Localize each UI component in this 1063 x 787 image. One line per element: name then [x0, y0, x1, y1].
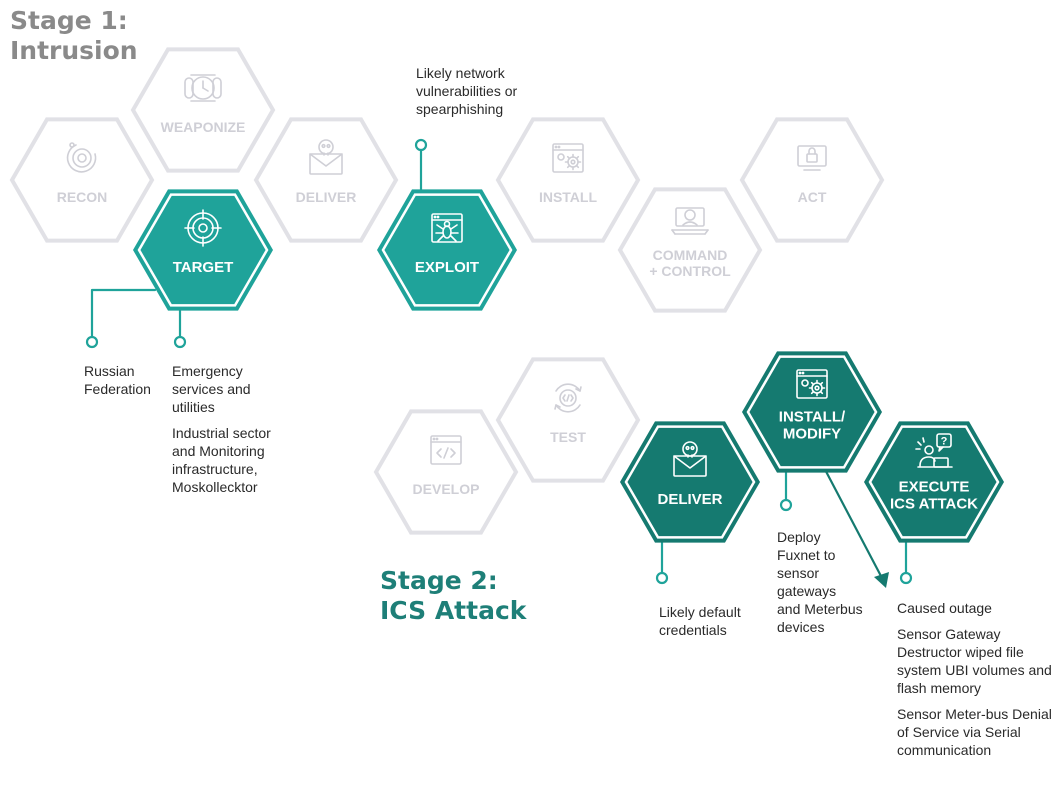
- clock-bomb-icon: [184, 74, 222, 102]
- stage2-title: Stage 2: ICS Attack: [380, 566, 526, 626]
- stage2-title-line2: ICS Attack: [380, 596, 527, 625]
- hex-target: TARGET: [133, 189, 273, 311]
- connector-target-country-dot: [85, 335, 99, 349]
- stage2-title-line1: Stage 2:: [380, 566, 498, 595]
- hex-recon-outline: [9, 117, 155, 243]
- hex-install-label: INSTALL: [539, 189, 598, 205]
- hex-execute-inner-border: [868, 425, 1000, 539]
- hex-act-outline: [739, 117, 885, 243]
- hex-command-control-label: + CONTROL: [649, 263, 731, 279]
- hexes-layer: WEAPONIZE RECON DELIVER INSTALL COMMAND+ CON…: [9, 47, 1004, 543]
- hex-exploit: EXPLOIT: [377, 189, 517, 311]
- arrow-head: [874, 572, 889, 588]
- hacker-question-icon: ?: [915, 433, 953, 468]
- hex-weaponize-label: WEAPONIZE: [161, 119, 246, 135]
- hex-install-modify-label: INSTALL/: [779, 409, 846, 426]
- hex-install-modify-label: MODIFY: [783, 426, 841, 443]
- stage1-title-line2: Intrusion: [10, 36, 138, 65]
- crosshair-icon: [184, 209, 222, 247]
- skull-envelope-icon: [673, 441, 707, 477]
- hex-deliver-label: DELIVER: [296, 189, 357, 205]
- hex-command-control: COMMAND+ CONTROL: [617, 187, 763, 313]
- hex-exploit-outer: [377, 189, 517, 311]
- hex-act: ACT: [739, 117, 885, 243]
- hex-command-control-outline: [617, 187, 763, 313]
- hex-execute-label: ICS ATTACK: [890, 496, 978, 513]
- hex-exploit-label: EXPLOIT: [415, 259, 479, 276]
- hex-target-label: TARGET: [173, 259, 234, 276]
- question-mark: ?: [941, 436, 948, 448]
- arrow-install-to-execute: [818, 458, 884, 580]
- hex-weaponize: WEAPONIZE: [130, 47, 276, 173]
- hex-deliver2-outer: [620, 421, 760, 543]
- bug-window-icon: [431, 213, 463, 243]
- hex-install-modify-outer: [742, 351, 882, 473]
- hex-install-outline: [495, 117, 641, 243]
- hex-command-control-label: COMMAND: [653, 247, 728, 263]
- hex-target-outer: [133, 189, 273, 311]
- radar-icon: [66, 142, 97, 173]
- hex-develop: DEVELOP: [373, 409, 519, 535]
- hex-target-inner-border: [137, 193, 269, 307]
- connectors-layer: [85, 138, 913, 588]
- hacker-laptop-icon: [671, 207, 709, 235]
- hex-test-label: TEST: [550, 429, 586, 445]
- hex-deliver2-label: DELIVER: [657, 491, 722, 508]
- hex-develop-label: DEVELOP: [413, 481, 480, 497]
- hex-test-outline: [495, 357, 641, 483]
- hex-test: TEST: [495, 357, 641, 483]
- hex-weaponize-outline: [130, 47, 276, 173]
- hex-deliver-outline: [253, 117, 399, 243]
- code-cycle-icon: [554, 383, 582, 413]
- hex-develop-outline: [373, 409, 519, 535]
- code-window-icon: [430, 435, 462, 465]
- skull-envelope-icon: [309, 139, 343, 175]
- hex-recon-label: RECON: [57, 189, 108, 205]
- hex-execute-outer: [864, 421, 1004, 543]
- connector-execute-dot: [899, 571, 913, 585]
- connector-deliver2-dot: [655, 571, 669, 585]
- connector-exploit-dot: [414, 138, 428, 152]
- gear-window-icon: [796, 369, 828, 399]
- hex-recon: RECON: [9, 117, 155, 243]
- stage1-title-line1: Stage 1:: [10, 6, 128, 35]
- hex-exploit-inner-border: [381, 193, 513, 307]
- lock-screen-icon: [797, 145, 827, 171]
- hex-deliver2-inner-border: [624, 425, 756, 539]
- hex-install-modify-inner-border: [746, 355, 878, 469]
- hex-act-label: ACT: [798, 189, 827, 205]
- hex-install-modify: INSTALL/MODIFY: [742, 351, 882, 473]
- hex-execute-label: EXECUTE: [899, 479, 970, 496]
- connector-install-modify-dot: [779, 498, 793, 512]
- hex-install: INSTALL: [495, 117, 641, 243]
- connector-target-country: [90, 288, 157, 344]
- stage1-title: Stage 1: Intrusion: [10, 6, 138, 66]
- connector-target-sector-dot: [173, 335, 187, 349]
- gear-window-icon: [552, 143, 584, 173]
- hex-deliver2: DELIVER: [620, 421, 760, 543]
- note-execute-1: Caused outage: [897, 600, 992, 616]
- hex-deliver: DELIVER: [253, 117, 399, 243]
